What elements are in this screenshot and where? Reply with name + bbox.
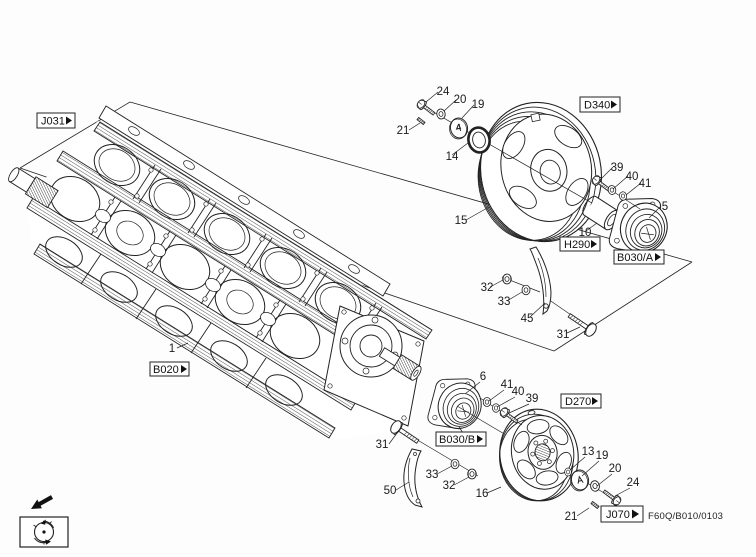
callout-10: 10 [579,227,592,239]
callout-15: 15 [455,215,468,227]
callout-33-lower: 33 [426,469,439,481]
washer-41-lower [482,397,492,407]
callout-31-upper: 31 [557,329,570,341]
callout-21-lower: 21 [565,511,578,523]
damper-mount-a [608,198,668,254]
key-21-lower [590,501,600,509]
block-end-face [323,305,425,427]
callout-33-upper: 33 [498,296,511,308]
callout-31-lower: 31 [376,439,389,451]
ref-tag-d270[interactable]: D270 [560,393,602,409]
oil-seal [467,126,491,154]
callout-24-lower: 24 [627,477,640,489]
callout-41-lower: 41 [501,379,514,391]
callout-39-upper: 39 [611,162,624,174]
callout-14: 14 [446,151,459,163]
svg-text:B030/A: B030/A [617,252,654,264]
ref-tag-h290[interactable]: H290 [559,236,601,252]
engine-block-assembly [8,105,433,440]
callout-16: 16 [476,488,489,500]
callout-50: 50 [384,485,397,497]
washer-33-upper [521,284,531,296]
cylinder-bores-upper [93,143,383,342]
svg-text:B030/B: B030/B [439,434,475,446]
ref-tag-b030a[interactable]: B030/A [613,249,665,265]
svg-text:D270: D270 [565,396,591,408]
arrow-right-icon [592,397,598,405]
nut-32-lower [467,468,477,480]
callout-13: 13 [582,446,595,458]
crankshaft-stub-left [8,167,59,209]
arrow-right-icon [591,240,597,248]
arrow-right-icon [655,253,661,261]
callout-40-lower: 40 [512,386,525,398]
washer-40-lower [492,403,500,413]
svg-text:H290: H290 [564,239,590,251]
ref-tag-b030b[interactable]: B030/B [435,431,487,447]
callout-32-upper: 32 [481,282,494,294]
washer-33-lower [450,458,460,470]
ref-tag-d340[interactable]: D340 [579,96,621,113]
callout-39-lower: 39 [526,393,539,405]
callout-1: 1 [169,343,175,355]
washer-40-upper [607,184,617,196]
arrow-right-icon [66,116,72,125]
ref-tag-j070[interactable]: J070 [600,505,644,523]
callout-20-lower: 20 [609,463,622,475]
view-direction-arrow-icon [31,495,53,509]
arrow-right-icon [611,100,617,109]
footer-code: F60Q/B010/0103 [648,511,723,522]
washer-13 [564,467,572,477]
nut-32-upper [502,273,512,285]
bolt-24-upper [414,97,438,119]
arrow-right-icon [181,365,187,373]
rotation-indicator-icon [19,516,69,548]
crankshaft-pulley-small [499,408,579,502]
ref-tag-j031[interactable]: J031 [36,112,76,129]
callout-21-upper: 21 [397,125,410,137]
callout-32-lower: 32 [443,480,456,492]
arrow-right-icon [632,509,639,519]
arrow-right-icon [477,435,483,443]
svg-text:J070: J070 [606,509,630,521]
bolt-31-upper [564,308,600,339]
bracket-45 [529,246,552,316]
bracket-50 [403,448,424,508]
callout-41-upper: 41 [639,178,652,190]
bolt-24-lower [600,486,624,508]
crankshaft-nose [378,347,422,381]
reference-tags: J031 B020 D340 H290 B030/A D270 [36,96,665,523]
crankshaft-pulley-large [477,101,603,243]
callout-45: 45 [521,313,534,325]
callout-19-lower: 19 [596,450,609,462]
callout-5: 5 [662,201,668,213]
thrust-disc-upper [449,117,469,140]
skirt-openings [45,236,303,406]
svg-text:B020: B020 [153,364,179,376]
thrust-disc-lower [570,469,590,492]
ref-tag-b020[interactable]: B020 [149,361,190,377]
spacer-bushing [582,195,620,231]
callout-40-upper: 40 [626,171,639,183]
section-plane-outline [19,101,693,352]
block-rail [26,121,433,439]
svg-text:J031: J031 [41,116,65,128]
callout-24-upper: 24 [437,86,450,98]
key-21-upper [416,117,426,125]
crankcase-openings [49,175,321,360]
callout-19-upper: 19 [472,99,485,111]
svg-text:D340: D340 [584,100,610,112]
callout-20-upper: 20 [454,94,467,106]
washer-20-upper [435,107,447,121]
leader-lines [176,91,662,517]
callout-6: 6 [480,371,486,383]
